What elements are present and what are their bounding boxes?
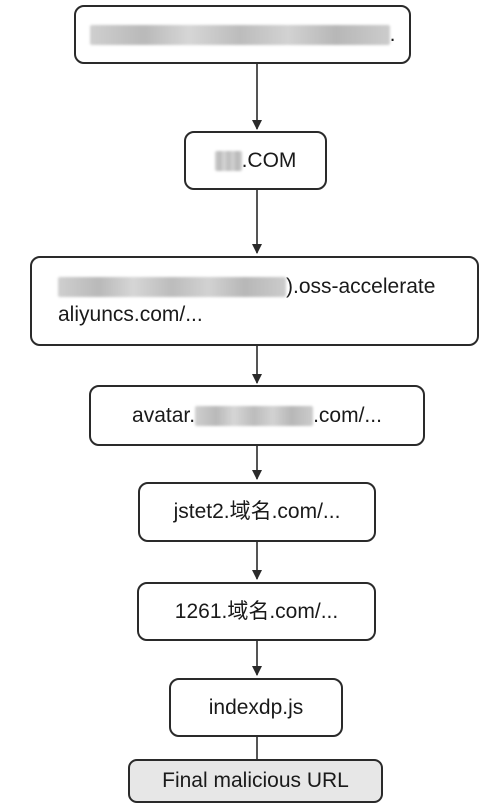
node-final-malicious-url: Final malicious URL	[128, 759, 383, 803]
node-com-domain: .COM	[184, 131, 327, 190]
node-final-label: Final malicious URL	[162, 769, 349, 792]
node-oss-line2: aliyuncs.com/...	[58, 303, 203, 326]
node-1261-label: 1261.域名.com/...	[174, 599, 339, 623]
node-origin-suffix: .	[389, 22, 396, 46]
redacted-text	[214, 150, 242, 171]
node-1261-domain: 1261.域名.com/...	[137, 582, 376, 641]
redacted-text	[195, 405, 314, 426]
node-avatar-suffix: .com/...	[313, 403, 382, 427]
node-avatar-prefix: avatar.	[132, 403, 196, 427]
node-oss-accelerate: ).oss-accelerate aliyuncs.com/...	[30, 256, 479, 346]
node-jstet2-domain: jstet2.域名.com/...	[138, 482, 376, 542]
redacted-text	[58, 277, 286, 298]
node-indexdp-script: indexdp.js	[169, 678, 343, 737]
redacted-text	[89, 24, 390, 45]
node-origin-domain: .	[74, 5, 411, 64]
node-com-suffix: .COM	[241, 148, 297, 172]
node-avatar-domain: avatar. .com/...	[89, 385, 425, 446]
node-indexdp-label: indexdp.js	[208, 695, 304, 719]
node-jstet2-label: jstet2.域名.com/...	[173, 500, 341, 523]
node-oss-line1-suffix: ).oss-accelerate	[286, 275, 436, 298]
